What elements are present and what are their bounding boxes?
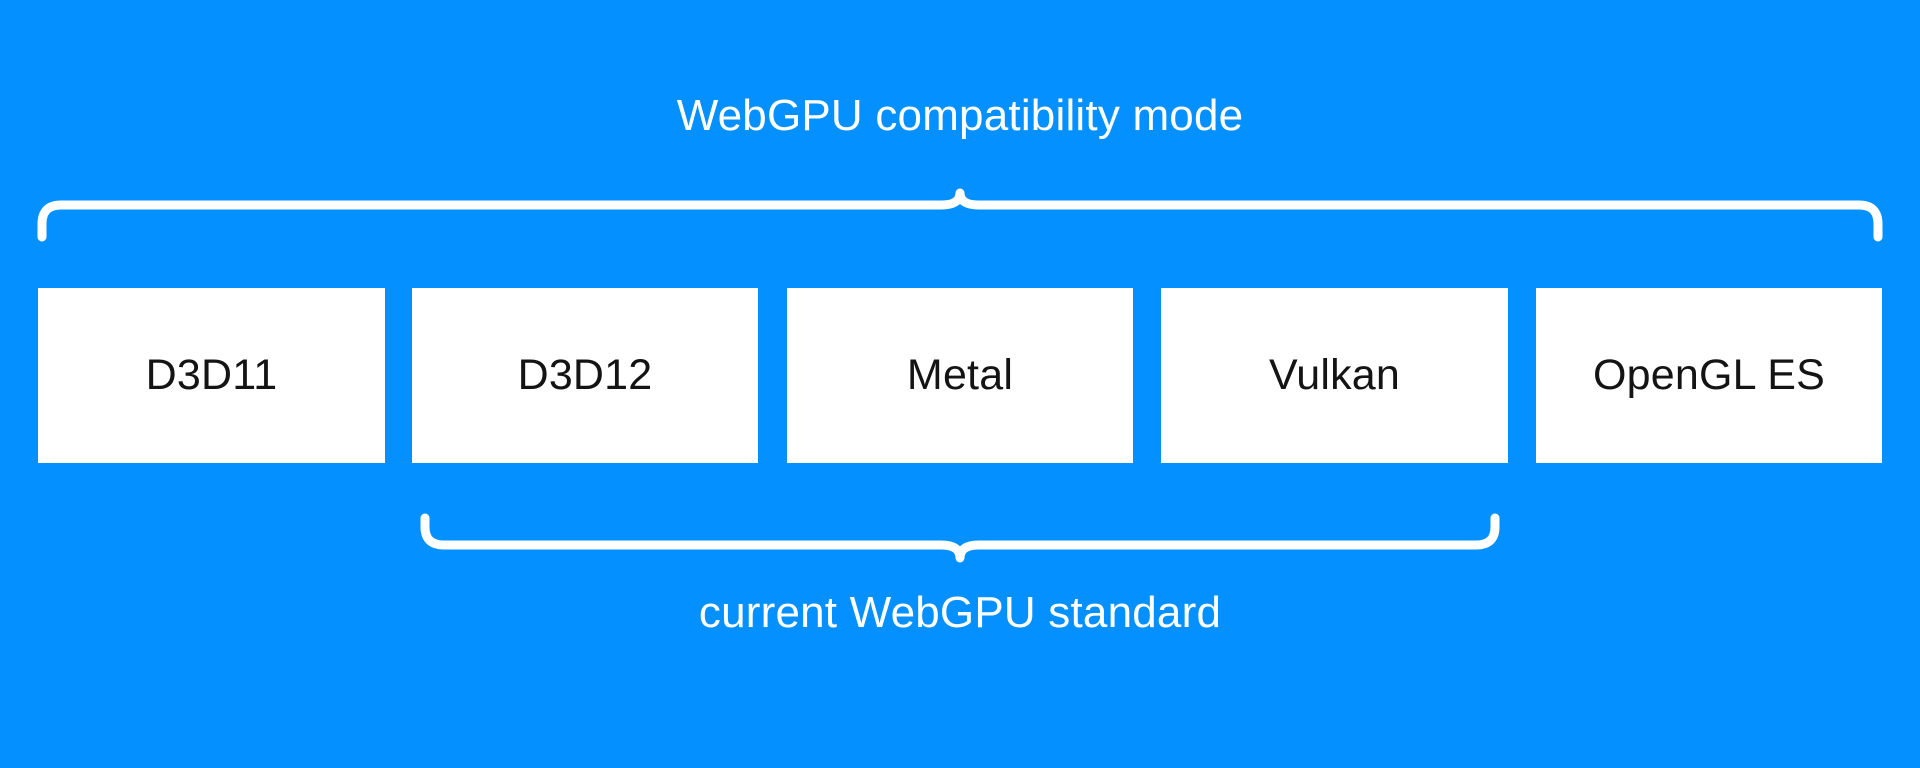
api-box-label: Metal xyxy=(906,351,1014,399)
top-brace xyxy=(37,188,1883,242)
api-box-label: D3D12 xyxy=(517,351,653,399)
api-boxes-row: D3D11 D3D12 Metal Vulkan OpenGL ES xyxy=(0,288,1920,463)
api-box-vulkan[interactable]: Vulkan xyxy=(1161,288,1508,463)
api-box-metal[interactable]: Metal xyxy=(787,288,1133,463)
api-box-d3d12[interactable]: D3D12 xyxy=(412,288,758,463)
api-box-label: OpenGL ES xyxy=(1592,351,1826,399)
api-box-opengl-es[interactable]: OpenGL ES xyxy=(1536,288,1882,463)
top-group-label: WebGPU compatibility mode xyxy=(676,91,1244,140)
bottom-brace xyxy=(420,513,1500,563)
api-box-d3d11[interactable]: D3D11 xyxy=(38,288,385,463)
api-box-label: Vulkan xyxy=(1268,351,1401,399)
bottom-group-label: current WebGPU standard xyxy=(698,588,1222,637)
api-box-label: D3D11 xyxy=(145,351,278,399)
